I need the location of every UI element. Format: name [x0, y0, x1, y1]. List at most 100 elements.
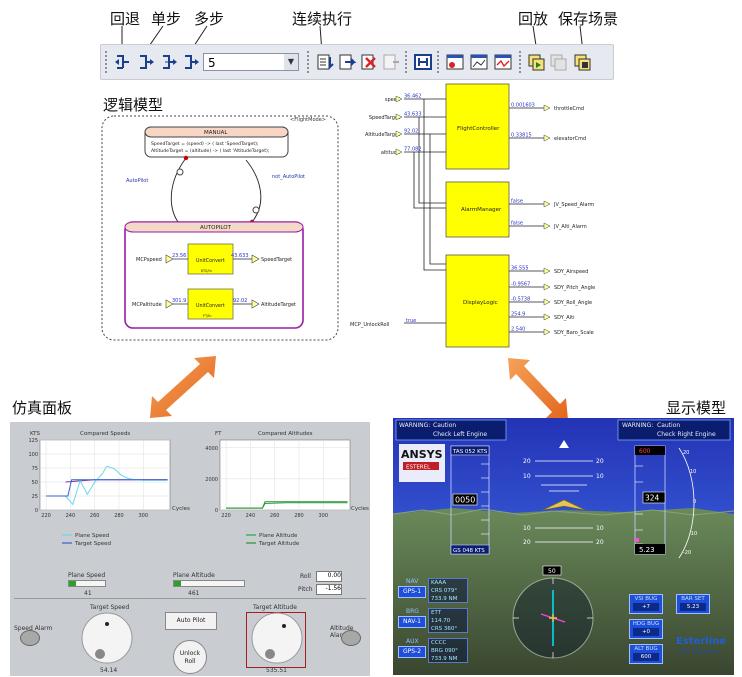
- tas-readout: TAS 052 KTS: [452, 449, 488, 455]
- save-scene-icon[interactable]: [573, 53, 593, 71]
- scade-wires: [404, 98, 550, 333]
- heading-readout: 50: [548, 568, 556, 575]
- multi-step-run-icon[interactable]: [181, 53, 201, 71]
- step-count-select[interactable]: 5▼: [203, 53, 299, 71]
- alt-box: 324: [645, 494, 660, 503]
- view-plot-icon[interactable]: [493, 53, 513, 71]
- manual-state: MANUAL SpeedTarget = (speed) -> ( last '…: [144, 126, 289, 158]
- softkey-info-line: 733.9 NM: [431, 656, 458, 662]
- scade-output-name: SDY_Roll_Angle: [554, 300, 592, 306]
- run-continuous-icon[interactable]: [315, 53, 335, 71]
- stop-run-icon[interactable]: [359, 53, 379, 71]
- autopilot-button[interactable]: Auto Pilot: [165, 612, 217, 630]
- view-graph-icon[interactable]: [469, 53, 489, 71]
- alarm-manager-label: AlarmManager: [461, 207, 502, 213]
- pfd-display: WARNING: Caution Check Left Engine WARNI…: [393, 418, 734, 675]
- alt-series-line: [226, 501, 348, 509]
- scade-output-port: [543, 134, 551, 142]
- roll-pointer-icon: [559, 440, 569, 448]
- alt-ytick: 2000: [205, 477, 218, 483]
- label-pointers: [121, 25, 584, 50]
- view-panel-icon[interactable]: [445, 53, 465, 71]
- continuous-label: 连续执行: [292, 10, 353, 28]
- alarm-manager-block: [445, 181, 510, 238]
- chevron-down-icon[interactable]: ▼: [284, 54, 298, 70]
- esterline-logo: Esterline: [676, 636, 727, 647]
- legend-label: Target Altitude: [258, 541, 300, 547]
- speed-chart-title: Compared Speeds: [80, 431, 130, 437]
- multi-step-label: 多步: [194, 10, 225, 28]
- target-alt-knob[interactable]: [248, 610, 306, 670]
- svg-text:20: 20: [683, 450, 689, 456]
- softkey-info-line: 733.9 NM: [431, 596, 458, 602]
- single-step-icon[interactable]: [136, 53, 156, 71]
- softkey-label: VSI BUG: [634, 596, 658, 602]
- stop-simulation-icon[interactable]: [413, 53, 433, 71]
- plane-speed-value: 41: [84, 590, 92, 597]
- flight-controller-label: FlightController: [457, 126, 500, 132]
- toolbar-separator: [437, 51, 439, 73]
- speed-target-label: SpeedTarget: [261, 257, 292, 263]
- right-softkey[interactable]: VSI BUG+7: [629, 594, 663, 614]
- alt-chart-plot: [219, 439, 351, 511]
- step-back-icon[interactable]: [113, 53, 133, 71]
- softkey-button[interactable]: GPS-1: [398, 586, 426, 598]
- scade-unlock-value: true: [406, 318, 416, 324]
- svg-text:10: 10: [690, 469, 696, 475]
- display-logic-block: [445, 254, 510, 348]
- speed-out-value: 43.633: [231, 253, 249, 259]
- softkey-button[interactable]: NAV-1: [398, 616, 426, 628]
- target-speed-knob[interactable]: [78, 610, 136, 670]
- baro-readout: 5.23: [639, 546, 655, 554]
- scade-input-port: [395, 130, 403, 138]
- roll-field[interactable]: 0.00: [316, 571, 342, 582]
- plane-alt-fill: [174, 581, 181, 586]
- mcp-alt-value: 301.9: [172, 298, 186, 304]
- pitch-label: Pitch: [298, 586, 313, 593]
- mcp-speed-label: MCPspeed: [136, 257, 162, 263]
- softkey-info-line: KAAA: [431, 580, 447, 586]
- playback-icon[interactable]: [527, 53, 547, 71]
- scade-output-port: [543, 328, 551, 336]
- display-model-title: 显示模型: [666, 399, 727, 417]
- svg-text:-10: -10: [689, 531, 697, 537]
- speed-xtick: 220: [41, 513, 51, 519]
- scade-output-value: 254.9: [511, 312, 525, 318]
- softkey-button[interactable]: GPS-2: [398, 646, 426, 658]
- unlock-roll-button[interactable]: Unlock Roll: [173, 640, 207, 674]
- alt-xlabel: Cycles: [351, 506, 369, 512]
- scade-outputs: 0.001603throttleCmd0.33815elevatorCmdfal…: [511, 103, 595, 337]
- scade-output-value: 0.001603: [511, 103, 535, 109]
- scade-output-port: [543, 267, 551, 275]
- pitch-field[interactable]: -1.56: [316, 584, 342, 595]
- scade-output-value: 0.33815: [511, 133, 532, 139]
- alt-unit: FT: [215, 431, 222, 437]
- run-to-icon[interactable]: [337, 53, 357, 71]
- right-softkey[interactable]: HDG BUG+0: [629, 619, 663, 639]
- warn-left-1: WARNING:: [399, 422, 430, 429]
- autopilot-title: AUTOPILOT: [200, 225, 232, 231]
- alt-ytick: 4000: [205, 446, 218, 452]
- playback-disabled-icon[interactable]: [549, 53, 569, 71]
- reset-icon[interactable]: [381, 53, 401, 71]
- scade-input-value: 36.462: [404, 94, 422, 100]
- scade-output-name: JV_Speed_Alarm: [553, 202, 594, 208]
- roll-label: Roll: [300, 573, 311, 580]
- multi-step-icon[interactable]: [159, 53, 179, 71]
- speed-ytick: 0: [35, 508, 38, 514]
- speed-xtick: 260: [90, 513, 100, 519]
- speed-ytick: 75: [32, 466, 38, 472]
- speed-xlabel: Cycles: [172, 506, 190, 512]
- vsi-scale: [678, 447, 695, 559]
- warn-right-2: Caution: [657, 422, 680, 429]
- softkey-info-line: ETT: [431, 610, 442, 616]
- mcp-speed-value: 23.56: [172, 253, 186, 259]
